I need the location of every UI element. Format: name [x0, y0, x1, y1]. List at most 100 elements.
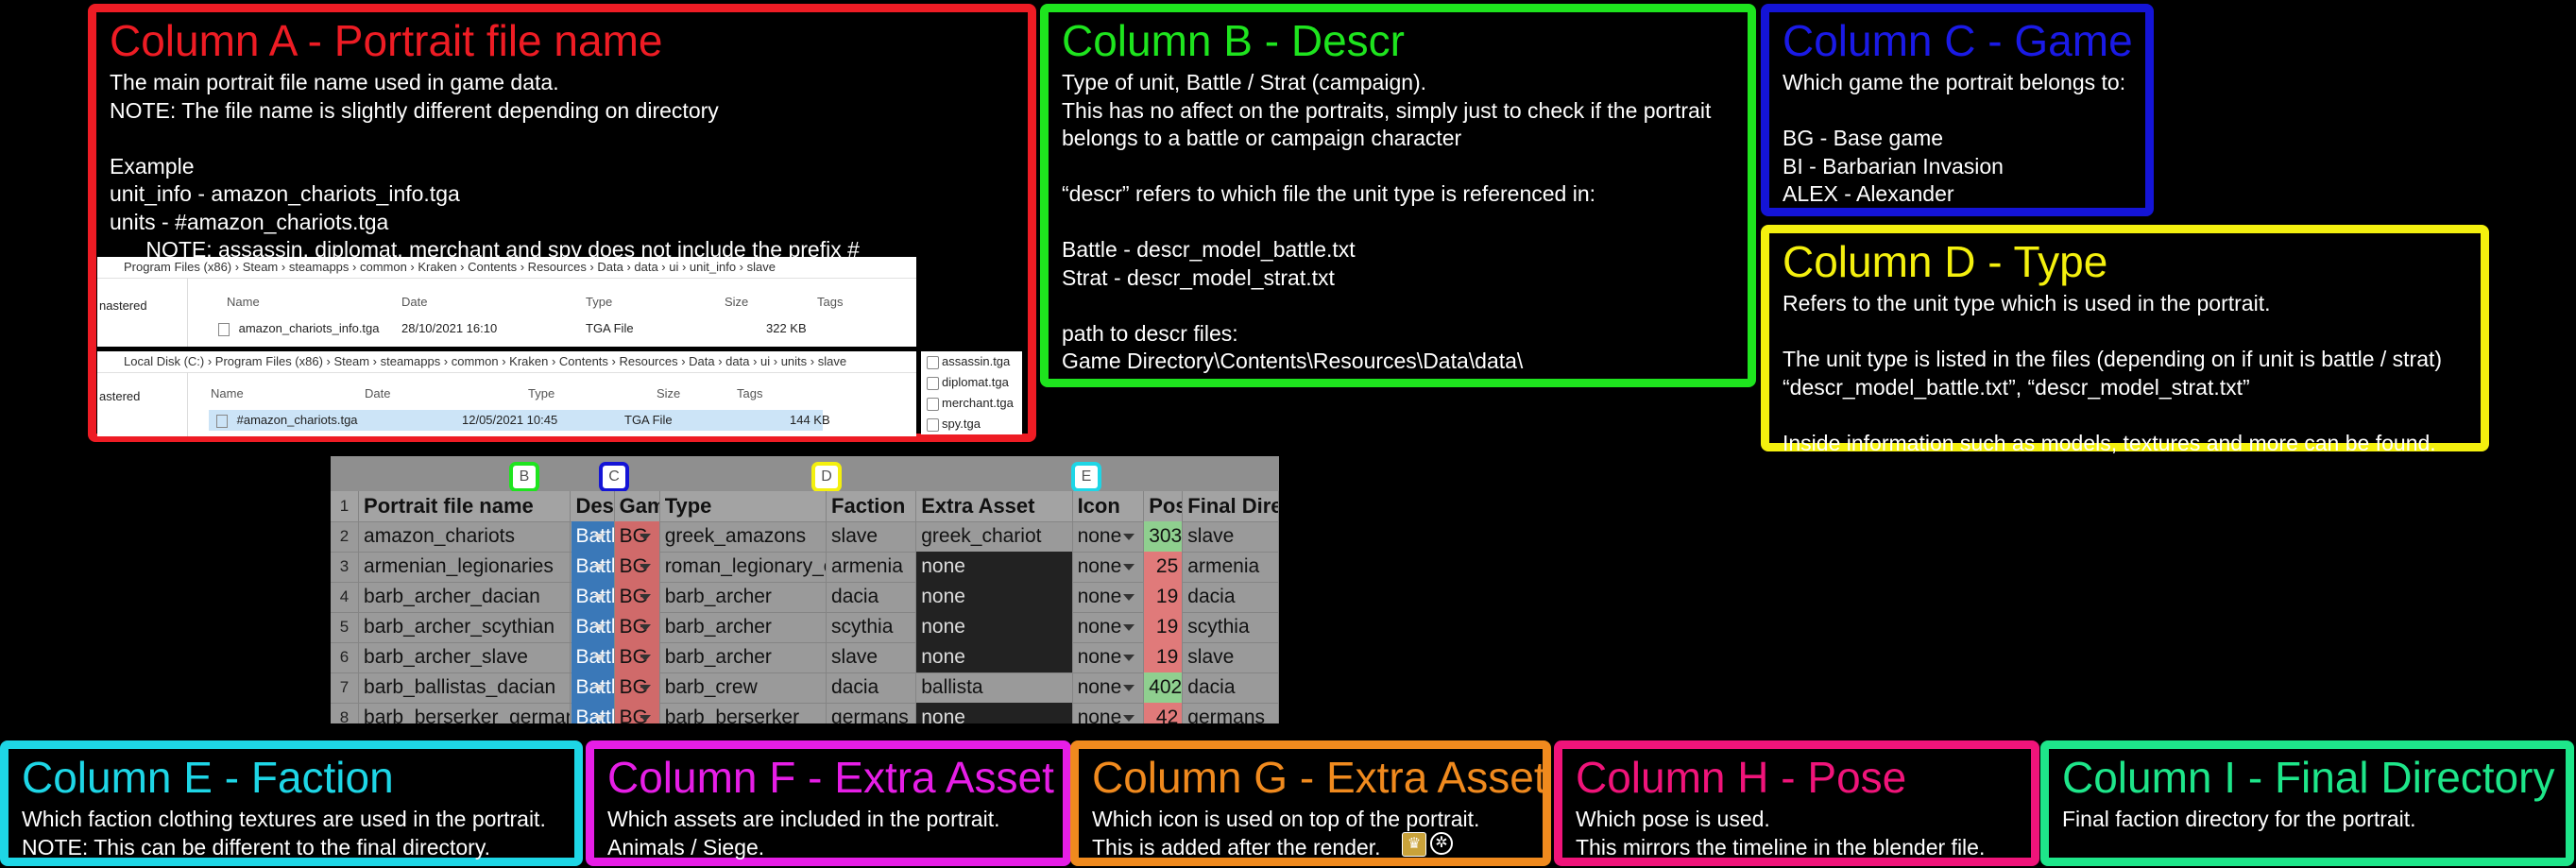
game-dropdown[interactable]: BG [614, 521, 660, 552]
cell-asset[interactable]: none [916, 552, 1073, 582]
file-item[interactable]: spy.tga [921, 414, 1022, 434]
descr-dropdown[interactable]: Battle [571, 703, 615, 723]
column-header-date[interactable]: Date [365, 386, 391, 400]
file-date: 28/10/2021 16:10 [401, 321, 498, 335]
game-dropdown[interactable]: BG [614, 552, 660, 582]
cell-pose[interactable]: 19 [1144, 642, 1184, 672]
column-header[interactable]: Icon [1073, 491, 1145, 521]
cell-type[interactable]: roman_legionary_cohort_i [660, 552, 827, 582]
descr-dropdown[interactable]: Battle [571, 582, 615, 612]
column-header[interactable]: Portrait file name [359, 491, 571, 521]
column-header-tags[interactable]: Tags [737, 386, 763, 400]
column-letter-e[interactable]: E [1071, 462, 1101, 492]
descr-dropdown[interactable]: Battle [571, 521, 615, 552]
icon-dropdown[interactable]: none [1073, 703, 1145, 723]
cell-type[interactable]: barb_berserker [660, 703, 827, 723]
icon-dropdown[interactable]: none [1073, 672, 1145, 703]
cell-faction[interactable]: dacia [827, 672, 917, 703]
icon-dropdown[interactable]: none [1073, 552, 1145, 582]
breadcrumb[interactable]: Program Files (x86) › Steam › steamapps … [97, 257, 916, 279]
icon-dropdown[interactable]: none [1073, 582, 1145, 612]
file-icon [218, 322, 230, 336]
file-row[interactable]: amazon_chariots_info.tga 28/10/2021 16:1… [218, 321, 898, 340]
nav-label[interactable]: nastered [99, 298, 147, 313]
file-item[interactable]: merchant.tga [921, 393, 1022, 414]
cell-pose[interactable]: 303 [1144, 521, 1184, 552]
cell-asset[interactable]: greek_chariot [916, 521, 1073, 552]
cell-faction[interactable]: slave [827, 521, 917, 552]
column-header[interactable]: Final Directory [1183, 491, 1279, 521]
cell-name[interactable]: armenian_legionaries [359, 552, 571, 582]
game-dropdown[interactable]: BG [614, 703, 660, 723]
column-header[interactable]: Descr [571, 491, 615, 521]
descr-dropdown[interactable]: Battle [571, 552, 615, 582]
cell-pose[interactable]: 19 [1144, 582, 1184, 612]
cell-dir[interactable]: slave [1183, 642, 1279, 672]
cell-name[interactable]: barb_ballistas_dacian [359, 672, 571, 703]
icon-dropdown[interactable]: none [1073, 612, 1145, 642]
column-header-name[interactable]: Name [211, 386, 244, 400]
cell-type[interactable]: greek_amazons [660, 521, 827, 552]
cell-pose[interactable]: 25 [1144, 552, 1184, 582]
column-header[interactable]: Game [615, 491, 660, 521]
cell-name[interactable]: barb_archer_slave [359, 642, 571, 672]
cell-faction[interactable]: armenia [827, 552, 917, 582]
cell-name[interactable]: barb_berserker_german [359, 703, 571, 723]
file-row-selected[interactable]: #amazon_chariots.tga 12/05/2021 10:45 TG… [209, 410, 830, 431]
file-type: TGA File [586, 321, 634, 335]
breadcrumb[interactable]: Local Disk (C:) › Program Files (x86) › … [97, 351, 916, 373]
descr-dropdown[interactable]: Battle [571, 672, 615, 703]
cell-asset[interactable]: ballista [916, 672, 1073, 703]
column-letter-c[interactable]: C [599, 462, 629, 492]
column-header-size[interactable]: Size [725, 295, 749, 309]
cell-dir[interactable]: germans [1183, 703, 1279, 723]
game-dropdown[interactable]: BG [614, 642, 660, 672]
column-header[interactable]: Type [660, 491, 827, 521]
icon-dropdown[interactable]: none [1073, 642, 1145, 672]
cell-asset[interactable]: none [916, 612, 1073, 642]
cell-type[interactable]: barb_archer [660, 612, 827, 642]
cell-faction[interactable]: germans [827, 703, 917, 723]
file-item[interactable]: diplomat.tga [921, 372, 1022, 393]
file-item[interactable]: assassin.tga [921, 351, 1022, 372]
cell-asset[interactable]: none [916, 703, 1073, 723]
cell-pose[interactable]: 402 [1144, 672, 1184, 703]
descr-dropdown[interactable]: Battle [571, 612, 615, 642]
column-header[interactable]: Pose [1144, 491, 1184, 521]
column-header[interactable]: Faction [827, 491, 917, 521]
cell-type[interactable]: barb_archer [660, 582, 827, 612]
column-header-type[interactable]: Type [586, 295, 613, 309]
cell-pose[interactable]: 42 [1144, 703, 1184, 723]
column-letter-d[interactable]: D [811, 462, 842, 492]
cell-asset[interactable]: none [916, 642, 1073, 672]
column-header-size[interactable]: Size [657, 386, 681, 400]
cell-faction[interactable]: scythia [827, 612, 917, 642]
row-number[interactable]: 1 [331, 491, 360, 521]
cell-type[interactable]: barb_archer [660, 642, 827, 672]
cell-asset[interactable]: none [916, 582, 1073, 612]
game-dropdown[interactable]: BG [614, 582, 660, 612]
nav-label[interactable]: astered [99, 389, 141, 403]
icon-dropdown[interactable]: none [1073, 521, 1145, 552]
cell-name[interactable]: amazon_chariots [359, 521, 571, 552]
cell-name[interactable]: barb_archer_scythian [359, 612, 571, 642]
game-dropdown[interactable]: BG [614, 672, 660, 703]
cell-pose[interactable]: 19 [1144, 612, 1184, 642]
game-dropdown[interactable]: BG [614, 612, 660, 642]
column-header-type[interactable]: Type [528, 386, 555, 400]
cell-dir[interactable]: armenia [1183, 552, 1279, 582]
column-header[interactable]: Extra Asset [916, 491, 1073, 521]
cell-dir[interactable]: dacia [1183, 582, 1279, 612]
descr-dropdown[interactable]: Battle [571, 642, 615, 672]
cell-dir[interactable]: dacia [1183, 672, 1279, 703]
cell-dir[interactable]: slave [1183, 521, 1279, 552]
column-header-tags[interactable]: Tags [817, 295, 844, 309]
column-letter-b[interactable]: B [509, 462, 539, 492]
column-header-date[interactable]: Date [401, 295, 428, 309]
cell-faction[interactable]: dacia [827, 582, 917, 612]
cell-faction[interactable]: slave [827, 642, 917, 672]
cell-type[interactable]: barb_crew [660, 672, 827, 703]
column-header-name[interactable]: Name [227, 295, 260, 309]
cell-name[interactable]: barb_archer_dacian [359, 582, 571, 612]
cell-dir[interactable]: scythia [1183, 612, 1279, 642]
